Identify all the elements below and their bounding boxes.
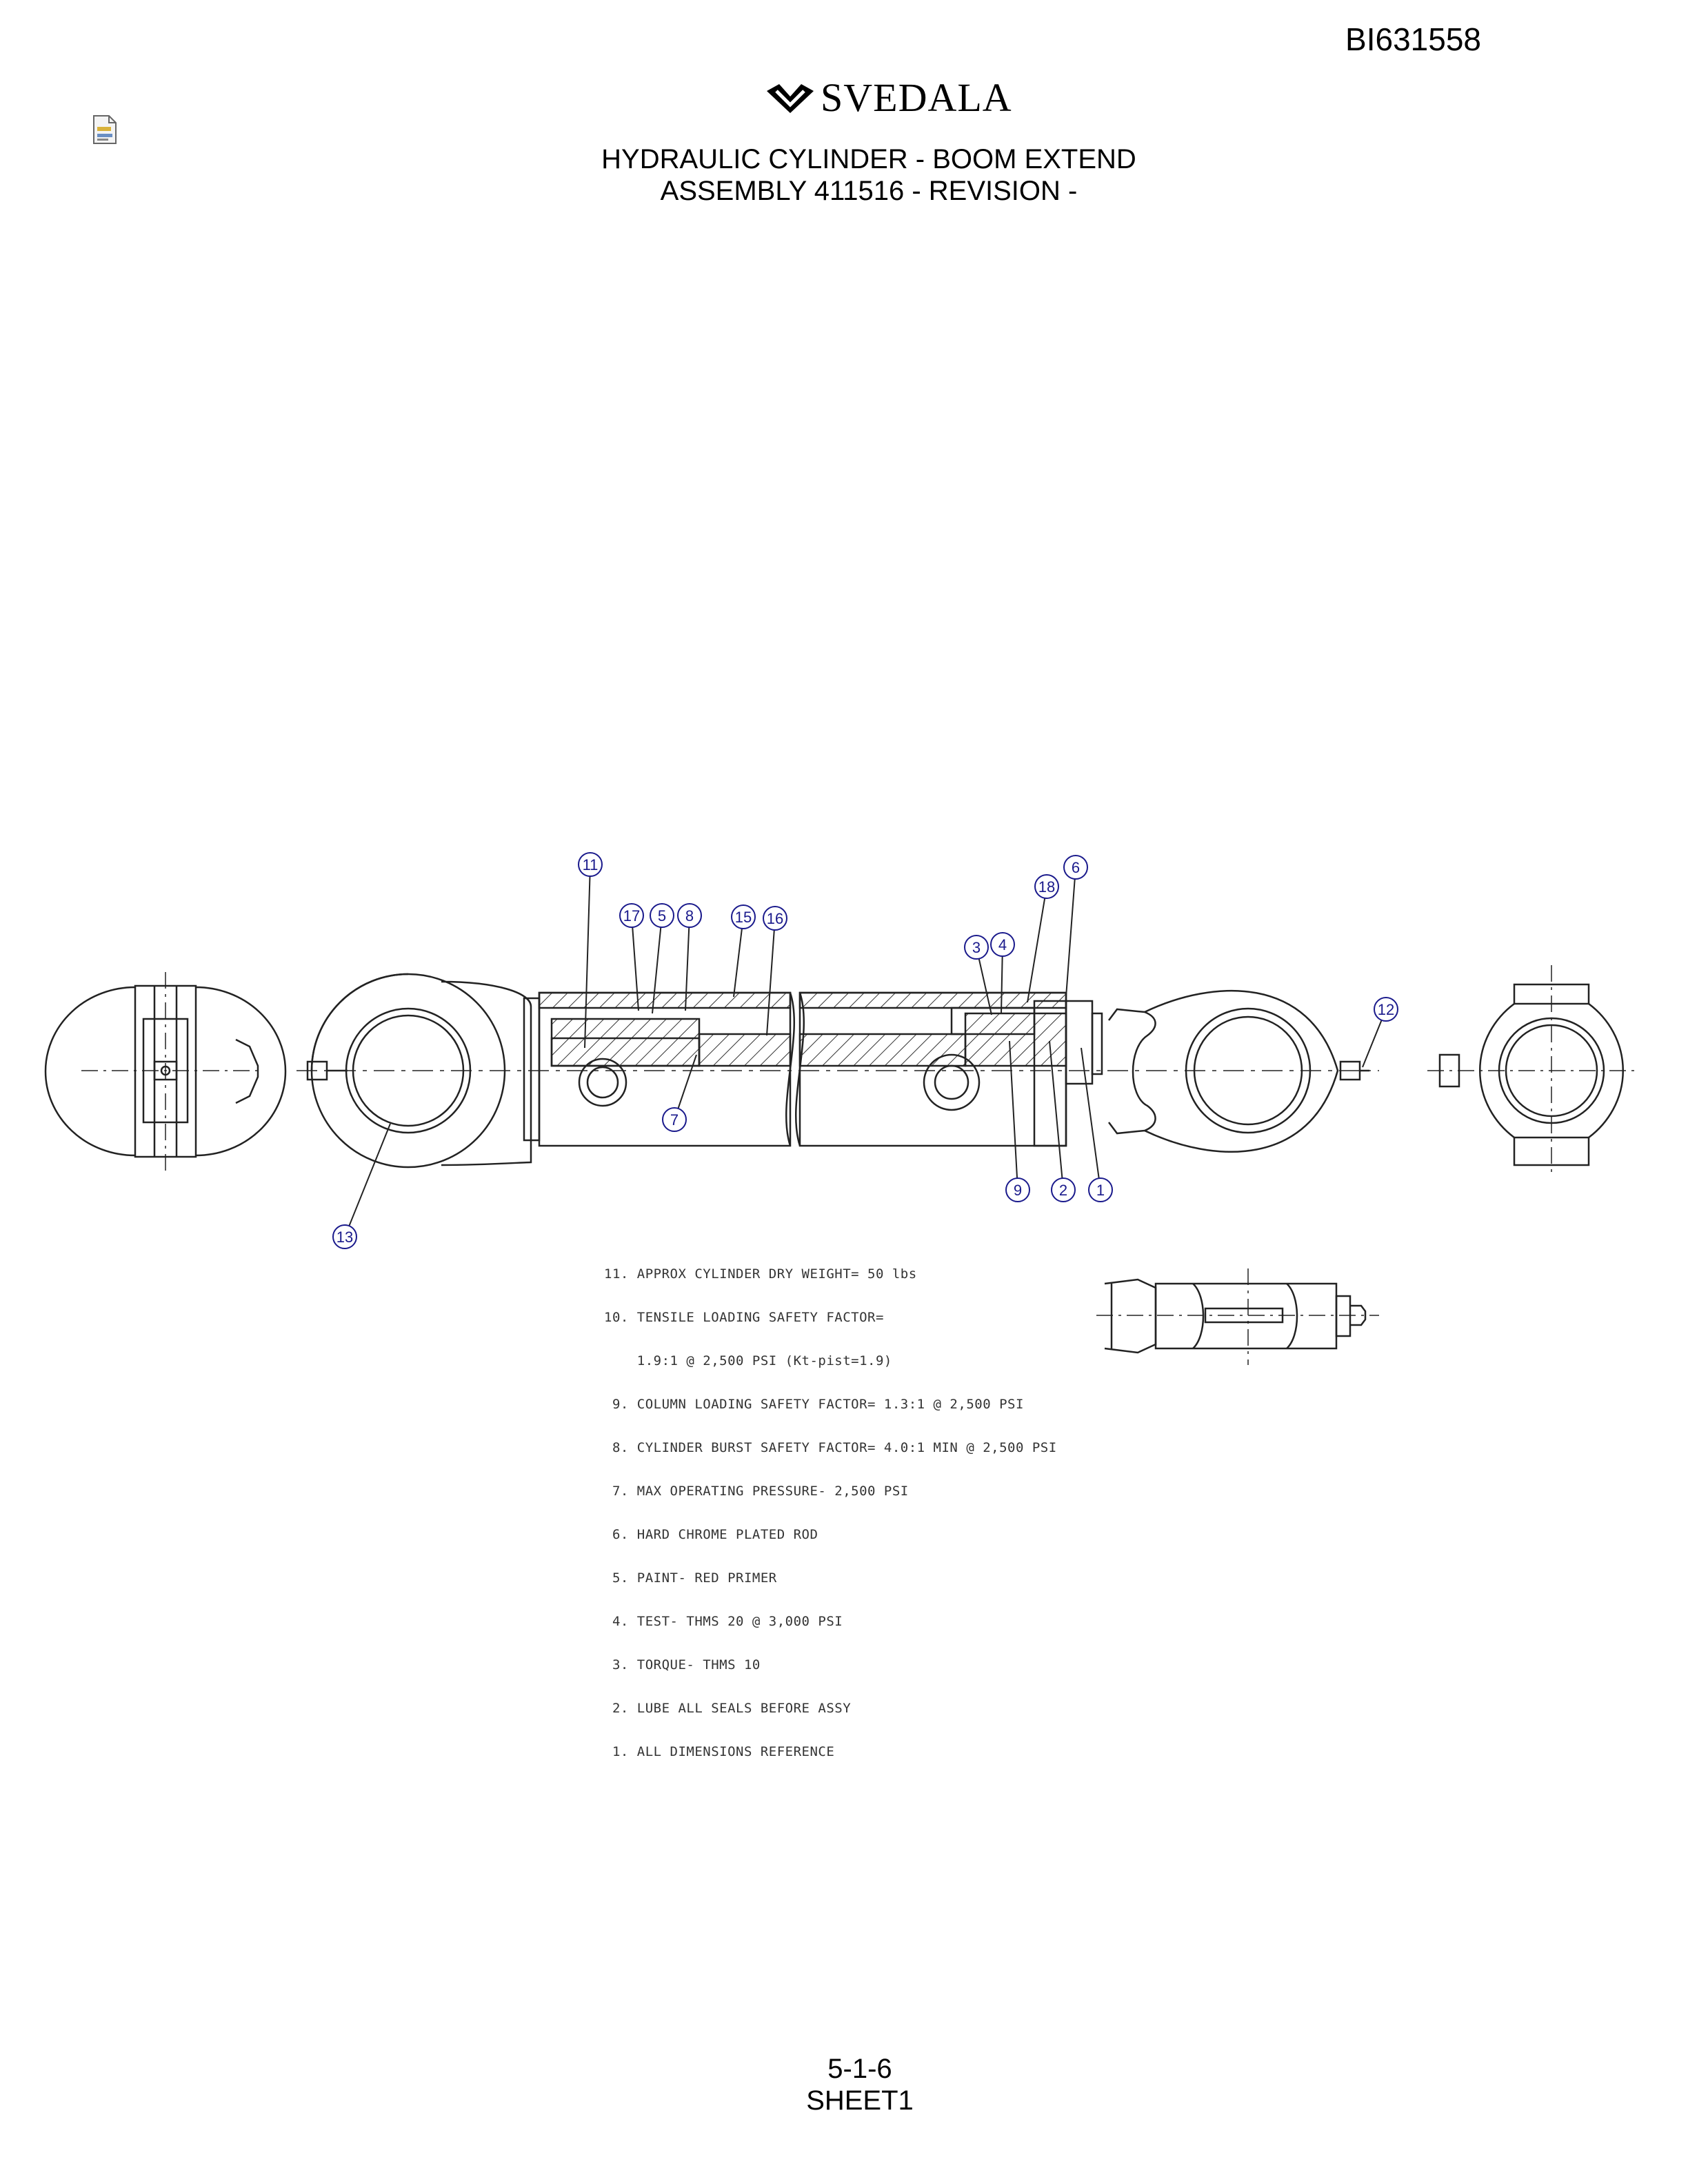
brand-logo: SVEDALA [765,74,1012,121]
callout-balloon [1005,1177,1030,1202]
document-icon[interactable] [91,114,119,145]
note-line: 3. TORQUE- THMS 10 [604,1657,761,1672]
callout-leader [1065,867,1076,998]
callout-balloon [964,935,989,960]
callout-leader [631,915,639,1011]
callout-label: 18 [1038,878,1055,896]
callout-leader [1009,1040,1018,1191]
note-line: 8. CYLINDER BURST SAFETY FACTOR= 4.0:1 M… [604,1440,1057,1455]
callout-balloon [1088,1177,1113,1202]
callout-label: 7 [670,1111,679,1129]
callout-label: 16 [767,910,783,927]
callout-balloon [619,903,644,928]
note-line: 2. LUBE ALL SEALS BEFORE ASSY [604,1701,852,1716]
document-id: BI631558 [1345,21,1481,57]
callout-balloon [650,903,674,928]
callout-label: 12 [1378,1001,1394,1018]
right-end-view [1427,965,1634,1172]
note-line: 4. TEST- THMS 20 @ 3,000 PSI [604,1614,843,1629]
callout-balloon [990,932,1015,957]
callout-label: 4 [998,936,1007,953]
callout-balloon [1374,997,1398,1022]
callout-leader [766,918,776,1036]
callout-leader [1081,1047,1101,1191]
callout-balloon [731,904,756,929]
note-line: 9. COLUMN LOADING SAFETY FACTOR= 1.3:1 @… [604,1397,1024,1412]
brand-name: SVEDALA [821,75,1012,120]
svedala-logo-icon [767,83,814,113]
callout-label: 9 [1014,1182,1022,1199]
page-number: 5-1-6 [827,2054,892,2084]
note-line: 11. APPROX CYLINDER DRY WEIGHT= 50 lbs [604,1266,917,1282]
callout-balloon [662,1107,687,1132]
note-line: 5. PAINT- RED PRIMER [604,1570,777,1586]
callout-label: 8 [685,907,694,924]
callout-label: 17 [623,907,640,924]
note-line: 10. TENSILE LOADING SAFETY FACTOR= [604,1310,884,1325]
note-line: 7. MAX OPERATING PRESSURE- 2,500 PSI [604,1484,909,1499]
callout-label: 15 [735,909,752,926]
sheet-label: SHEET1 [806,2085,914,2116]
callout-leader [344,1123,391,1237]
callout-label: 13 [336,1228,353,1246]
title-line-2: ASSEMBLY 411516 - REVISION - [660,176,1078,206]
drawing-title: HYDRAULIC CYLINDER - BOOM EXTEND ASSEMBL… [0,143,1688,207]
general-notes: 11. APPROX CYLINDER DRY WEIGHT= 50 lbs 1… [604,1238,1057,1774]
callout-leader [1049,1040,1064,1191]
callout-balloon [1034,874,1059,899]
callout-leader [584,864,591,1049]
note-line: 6. HARD CHROME PLATED ROD [604,1527,818,1542]
callout-leader [685,915,690,1011]
callout-leader [652,915,663,1014]
callout-label: 5 [658,907,666,924]
callout-leader [733,916,744,998]
callout-balloon [332,1224,357,1249]
callout-label: 3 [972,939,981,956]
left-end-view [44,972,287,1172]
cylinder-side-view [297,973,1379,1169]
note-line: 1.9:1 @ 2,500 PSI (Kt-pist=1.9) [604,1353,892,1368]
callout-balloon [578,852,603,877]
callout-balloon [677,903,702,928]
callout-balloon [1063,855,1088,880]
callout-label: 11 [583,856,599,873]
callout-label: 1 [1096,1182,1105,1199]
callout-label: 2 [1059,1182,1067,1199]
callout-balloon [1051,1177,1076,1202]
callout-label: 6 [1072,859,1080,876]
title-line-1: HYDRAULIC CYLINDER - BOOM EXTEND [601,144,1136,174]
note-line: 1. ALL DIMENSIONS REFERENCE [604,1744,835,1759]
callout-balloon [763,906,787,931]
callout-leader [1027,886,1047,1003]
page-footer: 5-1-6 SHEET1 [0,2053,1688,2116]
rod-end-detail-view [1096,1268,1379,1365]
